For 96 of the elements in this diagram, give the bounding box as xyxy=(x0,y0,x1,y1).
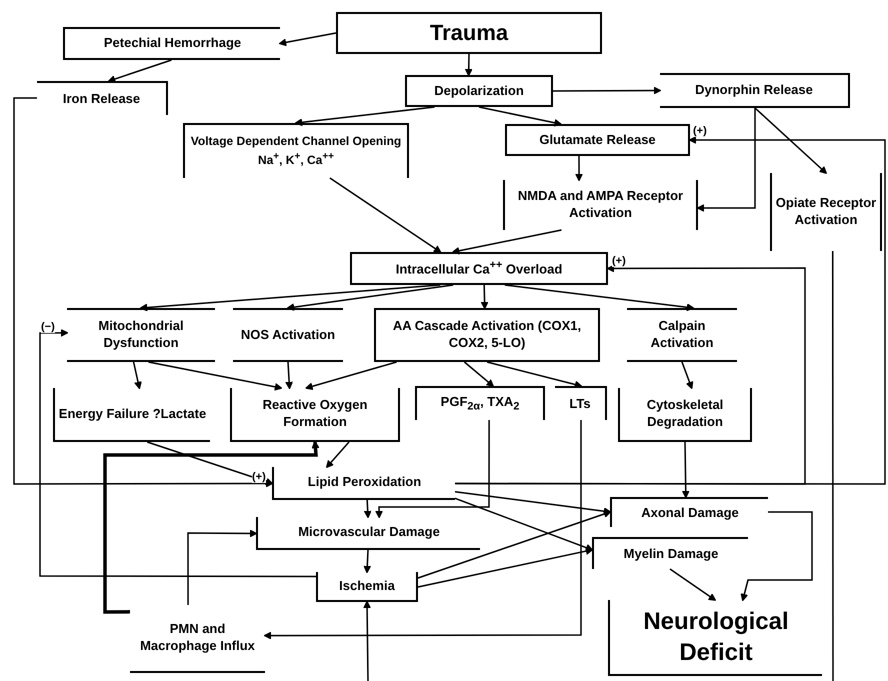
arrow xyxy=(146,441,274,486)
arrow xyxy=(148,361,282,391)
box-label: Axonal Damage xyxy=(641,504,739,522)
arrow xyxy=(418,547,594,588)
arrow xyxy=(13,97,274,488)
arrow xyxy=(305,361,397,390)
box-label: Mitochondrial Dysfunction xyxy=(97,318,185,352)
arrow xyxy=(132,362,142,390)
box-label: Intracellular Ca$^{++}$ Overload xyxy=(396,258,562,279)
box-label: Petechial Hemorrhage xyxy=(104,35,242,52)
arrow xyxy=(418,510,612,579)
process-box xyxy=(415,386,545,420)
arrow xyxy=(108,59,172,83)
process-box xyxy=(608,600,822,676)
arrow xyxy=(464,54,473,76)
arrow xyxy=(326,442,350,468)
box-label: Depolarization xyxy=(434,82,524,100)
process-box xyxy=(660,73,850,108)
arrow xyxy=(278,32,336,46)
arrow xyxy=(553,86,662,94)
process-box xyxy=(316,572,418,602)
arrow xyxy=(454,491,612,516)
process-box xyxy=(503,180,698,230)
box-label: Ischemia xyxy=(339,578,395,594)
box-label: Opiate Receptor Activation xyxy=(774,195,878,229)
arrow xyxy=(455,136,886,485)
arrow xyxy=(363,600,372,681)
box-label: Iron Release xyxy=(62,90,140,108)
box-label: AA Cascade Activation (COX1, COX2, 5-LO) xyxy=(392,318,582,352)
arrow xyxy=(375,420,490,518)
arrow xyxy=(452,229,562,255)
arrow xyxy=(286,284,454,312)
process-box xyxy=(233,308,343,362)
arrow xyxy=(103,440,320,614)
process-box xyxy=(63,27,280,60)
box-label: Microvascular Damage xyxy=(298,524,440,541)
box-label: Cytoskeletal Degradation xyxy=(646,397,724,431)
box-label: Myelin Damage xyxy=(624,546,718,562)
box-label: Calpain Activation xyxy=(650,318,714,352)
box-label: Reactive Oxygen Formation xyxy=(262,397,368,431)
process-box xyxy=(618,388,752,442)
arrow xyxy=(480,284,489,310)
arrow xyxy=(681,362,694,390)
arrow xyxy=(140,284,440,312)
process-box xyxy=(256,517,480,550)
arrow xyxy=(39,328,316,578)
process-box xyxy=(770,173,882,251)
box-label: Glutamate Release xyxy=(539,132,656,148)
arrow xyxy=(464,361,494,387)
process-box xyxy=(374,308,600,362)
sign-label: (−) xyxy=(41,322,55,333)
box-label: LTs xyxy=(569,396,591,412)
process-box xyxy=(67,308,215,362)
process-box xyxy=(37,81,168,115)
arrow xyxy=(504,284,694,312)
arrow xyxy=(478,106,562,127)
arrow xyxy=(740,511,813,602)
arrow xyxy=(575,156,583,182)
process-box xyxy=(592,537,748,569)
process-box xyxy=(230,388,400,442)
arrow xyxy=(682,442,690,498)
arrow xyxy=(364,500,372,518)
box-label: Energy Failure ?Lactate xyxy=(58,406,206,422)
arrow xyxy=(294,106,435,126)
arrow xyxy=(363,550,372,574)
box-label: Lipid Peroxidation xyxy=(308,474,422,491)
process-box xyxy=(336,12,602,54)
process-box xyxy=(405,75,553,107)
box-label: Neurological Deficit xyxy=(642,606,790,668)
box-label: Dynorphin Release xyxy=(695,82,813,99)
arrow xyxy=(264,420,582,640)
arrow xyxy=(454,498,594,552)
box-label: PMN and Macrophage Influx xyxy=(139,621,256,655)
box-label: NMDA and AMPA Receptor Activation xyxy=(516,188,684,222)
box-label: Voltage Dependent Channel Opening Na$^{+}$, K$^{+}$, Ca$^{++}$ xyxy=(190,134,402,169)
arrow xyxy=(329,177,442,253)
process-box xyxy=(627,308,737,362)
arrow xyxy=(696,108,756,212)
arrow xyxy=(754,107,828,174)
sign-label: (+) xyxy=(252,472,266,483)
process-box xyxy=(505,124,690,156)
box-label: Trauma xyxy=(430,18,508,47)
box-label: PGF$_{2α}$, TXA$_{2}$ xyxy=(440,394,520,414)
process-box xyxy=(555,386,607,420)
arrow xyxy=(486,361,582,388)
arrow xyxy=(187,530,258,605)
process-box xyxy=(183,123,409,178)
process-box xyxy=(350,252,608,285)
process-box xyxy=(53,388,210,442)
arrow xyxy=(285,362,294,390)
process-box xyxy=(272,467,455,500)
sign-label: (+) xyxy=(693,126,707,137)
process-box xyxy=(610,497,768,527)
box-label: NOS Activation xyxy=(240,326,336,344)
arrow xyxy=(670,568,716,601)
sign-label: (+) xyxy=(612,256,626,267)
